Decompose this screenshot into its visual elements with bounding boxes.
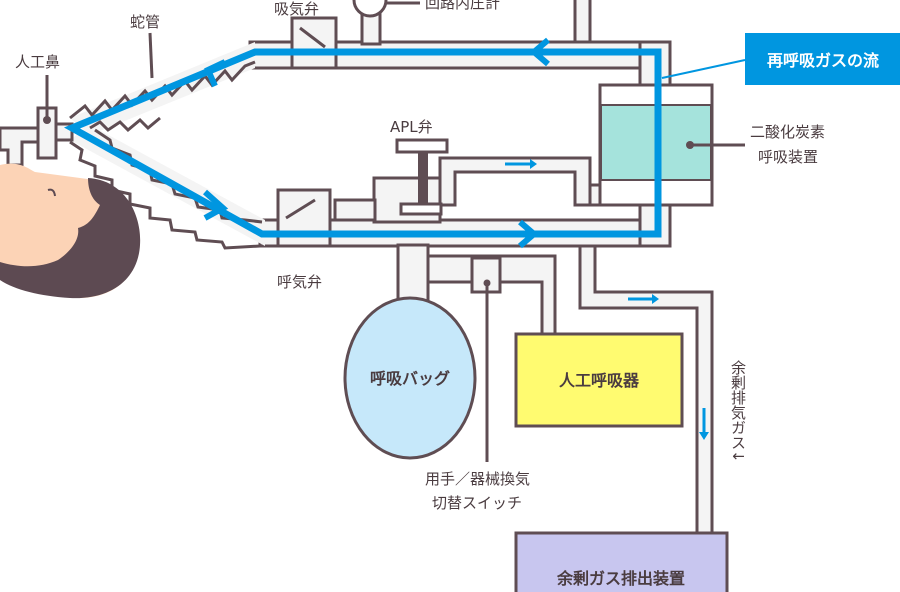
airway-connector — [0, 126, 42, 167]
flow-arrow-left-icon — [529, 37, 550, 67]
switch-label-2: 切替スイッチ — [432, 494, 522, 512]
breathing-bag — [343, 296, 477, 460]
apl-valve-label: APL弁 — [390, 118, 433, 136]
expiratory-valve — [276, 188, 332, 248]
bag-neck — [396, 243, 430, 307]
corrugated-tube-lower — [69, 140, 261, 250]
flow-arrow-hose-lower-icon — [203, 189, 229, 221]
breathing-bag-label: 呼吸バッグ — [370, 369, 450, 388]
hme-label: 人工鼻 — [15, 53, 60, 71]
bypass-flow-arrow-icon — [505, 159, 537, 169]
ventilator-label: 人工呼吸器 — [559, 371, 640, 390]
flow-arrow-hose-upper-icon — [204, 59, 227, 88]
bypass-pipe — [438, 156, 592, 207]
inspiratory-valve-label: 吸気弁 — [274, 0, 319, 18]
inspiratory-valve — [290, 16, 338, 70]
flow-arrow-right-icon — [518, 219, 539, 249]
rebreathing-flow-label: 再呼吸ガスの流 — [767, 51, 879, 70]
patient-head-icon — [0, 163, 141, 299]
inspiratory-valve-label-bg — [272, 0, 324, 16]
expiratory-valve-label: 呼気弁 — [277, 273, 322, 291]
pressure-gauge-icon — [352, 0, 388, 18]
excess-gas-label: 余剰排気ガス↓ — [729, 359, 747, 462]
corrugated-tube-label: 蛇管 — [130, 13, 160, 31]
co2-absorber-label-1: 二酸化炭素 — [750, 123, 825, 141]
pressure-gauge-label: 回路内圧計 — [425, 0, 500, 12]
rebreathing-flow-path — [63, 48, 662, 238]
exhaust-arrow-right-icon — [628, 294, 659, 304]
apl-valve-knob — [395, 138, 449, 154]
scavenging-system-label: 余剰ガス排出装置 — [556, 569, 685, 588]
scavenging-system — [514, 531, 729, 592]
exhaust-arrow-down-icon — [699, 408, 709, 440]
ventilator — [514, 332, 684, 428]
rebreathing-flow-callout — [745, 33, 900, 85]
switch-label-1: 用手／器械換気 — [425, 470, 530, 488]
co2-absorber-label-2: 呼吸装置 — [758, 148, 818, 166]
